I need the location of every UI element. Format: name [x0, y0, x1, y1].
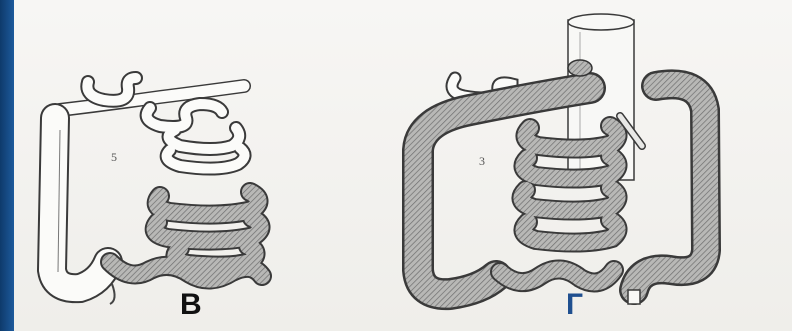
figure-number-left: 5 [111, 150, 117, 165]
vessel-knot [568, 60, 592, 76]
figure-label-left: В [180, 290, 202, 320]
figure-v [46, 76, 262, 304]
figure-g [418, 14, 706, 304]
figure-number-right: 3 [479, 154, 485, 169]
left-appendix [110, 284, 115, 304]
figure-label-right: Г [566, 290, 583, 320]
right-stump [628, 290, 640, 304]
